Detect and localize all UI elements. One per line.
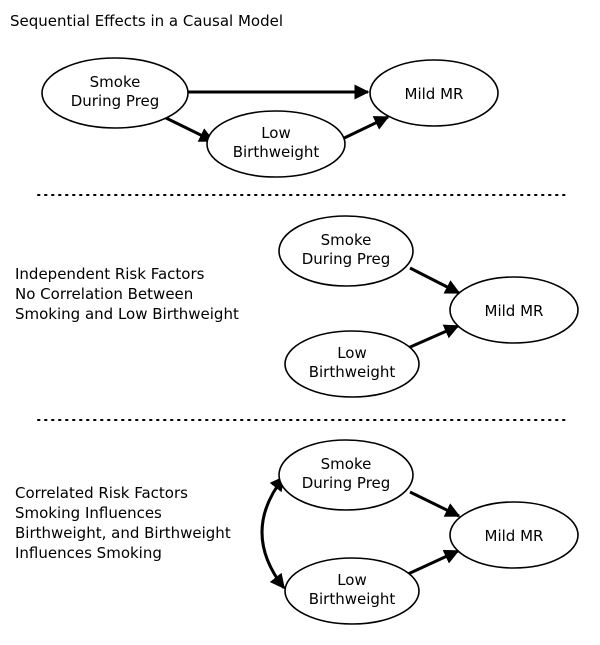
edge-smoke-to-mr	[409, 266, 461, 295]
svg-text:Smoke: Smoke	[90, 73, 141, 91]
svg-text:During Preg: During Preg	[302, 474, 391, 492]
svg-text:During Preg: During Preg	[71, 92, 160, 110]
edge-smoke-to-lbw	[163, 115, 215, 143]
svg-text:Mild MR: Mild MR	[485, 302, 544, 320]
svg-text:Low: Low	[261, 124, 291, 142]
node-low-birthweight: Low Birthweight	[206, 110, 346, 178]
svg-text:Smoke: Smoke	[321, 231, 372, 249]
node-smoke-during-preg: Smoke During Preg	[41, 57, 189, 129]
panel-independent: Independent Risk Factors No Correlation …	[15, 215, 579, 398]
svg-text:Low: Low	[337, 344, 367, 362]
node-mild-mr: Mild MR	[449, 501, 579, 569]
svg-text:Smoke: Smoke	[321, 455, 372, 473]
svg-text:No Correlation Between: No Correlation Between	[15, 285, 193, 303]
svg-text:Birthweight, and Birthweight: Birthweight, and Birthweight	[15, 524, 231, 542]
panel-3-caption: Correlated Risk Factors Smoking Influenc…	[15, 484, 231, 562]
svg-text:Birthweight: Birthweight	[233, 143, 320, 161]
svg-text:Smoking Influences: Smoking Influences	[15, 504, 162, 522]
node-mild-mr: Mild MR	[369, 59, 499, 127]
svg-text:Smoking and Low Birthweight: Smoking and Low Birthweight	[15, 305, 239, 323]
node-low-birthweight: Low Birthweight	[284, 557, 420, 625]
panel-2-caption: Independent Risk Factors No Correlation …	[15, 265, 239, 323]
svg-text:Low: Low	[337, 571, 367, 589]
svg-text:Birthweight: Birthweight	[309, 590, 396, 608]
edge-smoke-lbw-correlation	[260, 475, 286, 590]
node-mild-mr: Mild MR	[449, 276, 579, 344]
svg-text:Independent Risk Factors: Independent Risk Factors	[15, 265, 205, 283]
svg-text:Mild MR: Mild MR	[485, 527, 544, 545]
edge-lbw-to-mr	[407, 549, 460, 576]
edge-lbw-to-mr	[407, 324, 460, 350]
edge-smoke-to-mr	[409, 490, 461, 518]
node-smoke-during-preg: Smoke During Preg	[278, 439, 414, 511]
svg-text:Influences Smoking: Influences Smoking	[15, 544, 162, 562]
panel-correlated: Correlated Risk Factors Smoking Influenc…	[15, 439, 579, 625]
edge-lbw-to-mr	[337, 115, 390, 143]
svg-text:During Preg: During Preg	[302, 250, 391, 268]
node-smoke-during-preg: Smoke During Preg	[278, 215, 414, 287]
panel-sequential: Sequential Effects in a Causal Model Smo…	[10, 12, 499, 178]
svg-text:Mild MR: Mild MR	[405, 85, 464, 103]
svg-text:Birthweight: Birthweight	[309, 363, 396, 381]
node-low-birthweight: Low Birthweight	[284, 330, 420, 398]
svg-text:Correlated Risk Factors: Correlated Risk Factors	[15, 484, 188, 502]
panel-1-title: Sequential Effects in a Causal Model	[10, 12, 283, 30]
